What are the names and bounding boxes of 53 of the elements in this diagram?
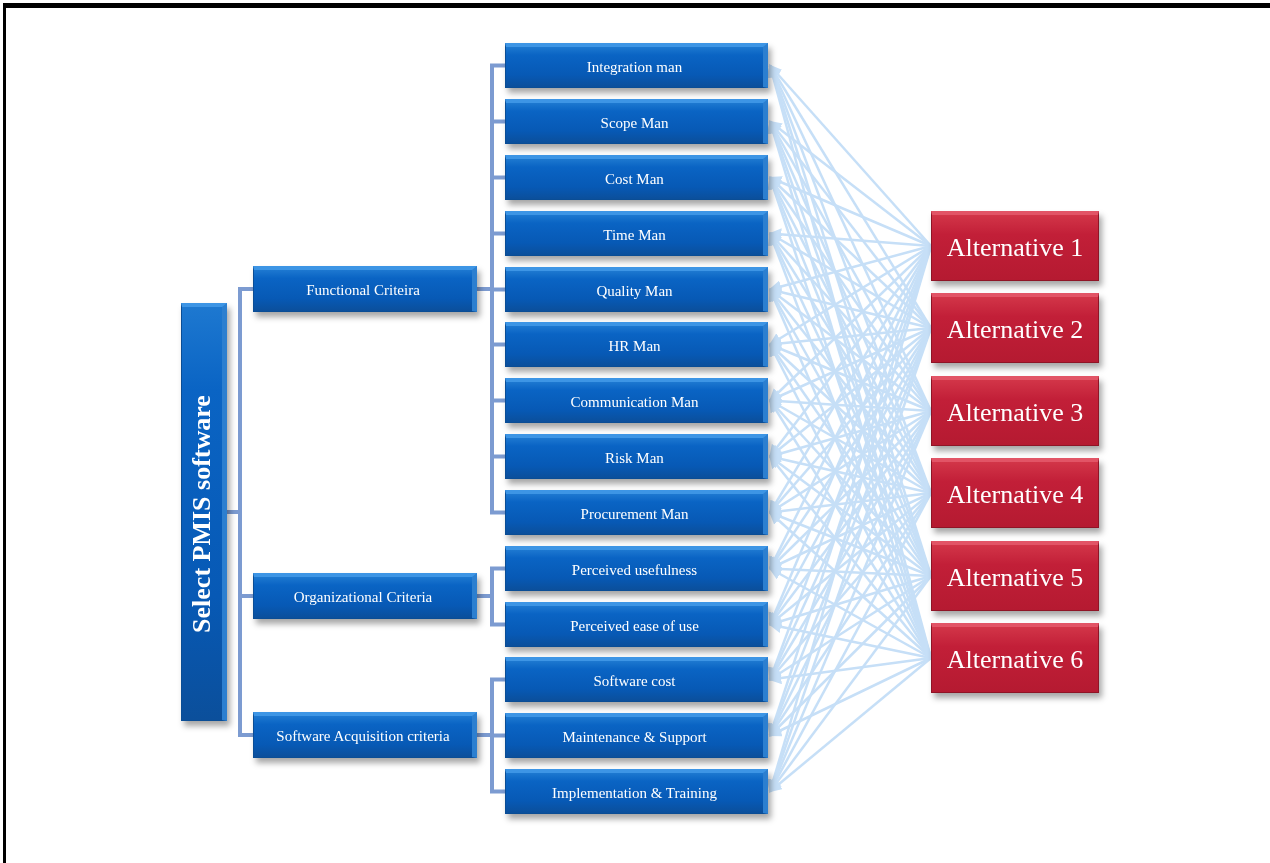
- goal-label: Select PMIS software: [187, 394, 217, 633]
- subcriterion-box: [505, 434, 768, 479]
- subcriterion-box: [505, 378, 768, 423]
- node-label: Alternative 1: [946, 232, 1084, 263]
- node-label: Procurement Man: [580, 505, 689, 523]
- subcriterion-box: [505, 546, 768, 591]
- connector-line: [477, 733, 505, 794]
- node-label: Quality Man: [596, 282, 673, 300]
- subcriterion-box: [505, 602, 768, 647]
- node-label: Time Man: [603, 226, 666, 244]
- subcriterion-box: [505, 211, 768, 256]
- node-label: Software cost: [593, 672, 676, 690]
- alternative-box: [931, 376, 1099, 446]
- arrow: [769, 657, 932, 793]
- node-label: Risk Man: [605, 449, 664, 467]
- connector-line: [477, 594, 505, 627]
- subcriterion-box: [505, 769, 768, 814]
- node-label: Alternative 5: [946, 562, 1084, 593]
- connector-line: [227, 510, 253, 737]
- alternative-box: [931, 293, 1099, 363]
- criterion-box: [253, 266, 477, 312]
- node-label: Integration man: [586, 58, 683, 76]
- node-label: Alternative 3: [946, 397, 1084, 428]
- criterion-box: [253, 712, 477, 758]
- node-label: Communication Man: [570, 393, 699, 411]
- goal-box: [181, 303, 227, 721]
- subcriterion-box: [505, 490, 768, 535]
- connector-line: [477, 287, 505, 515]
- subcriterion-box: [505, 713, 768, 758]
- subcriterion-box: [505, 267, 768, 312]
- node-label: Perceived usefulness: [571, 561, 698, 579]
- criterion-box: [253, 573, 477, 619]
- node-label: Alternative 6: [946, 644, 1084, 675]
- node-label: Maintenance & Support: [562, 728, 707, 746]
- node-label: Functional Criteira: [306, 282, 420, 299]
- subcriterion-box: [505, 99, 768, 144]
- node-label: Organizational Criteria: [293, 589, 433, 606]
- node-label: Scope Man: [600, 114, 669, 132]
- node-label: Perceived ease of use: [570, 617, 699, 635]
- alternative-box: [931, 623, 1099, 693]
- node-label: Alternative 2: [946, 314, 1084, 345]
- node-label: Software Acquisition criteria: [276, 728, 450, 745]
- node-label: Alternative 4: [946, 479, 1084, 510]
- node-label: HR Man: [608, 337, 661, 355]
- alternative-box: [931, 458, 1099, 528]
- node-label: Cost Man: [605, 170, 664, 188]
- alternative-box: [931, 541, 1099, 611]
- node-label: Implementation & Training: [552, 784, 717, 802]
- subcriterion-box: [505, 43, 768, 88]
- subcriterion-box: [505, 657, 768, 702]
- subcriterion-box: [505, 322, 768, 367]
- alternative-box: [931, 211, 1099, 281]
- subcriterion-box: [505, 155, 768, 200]
